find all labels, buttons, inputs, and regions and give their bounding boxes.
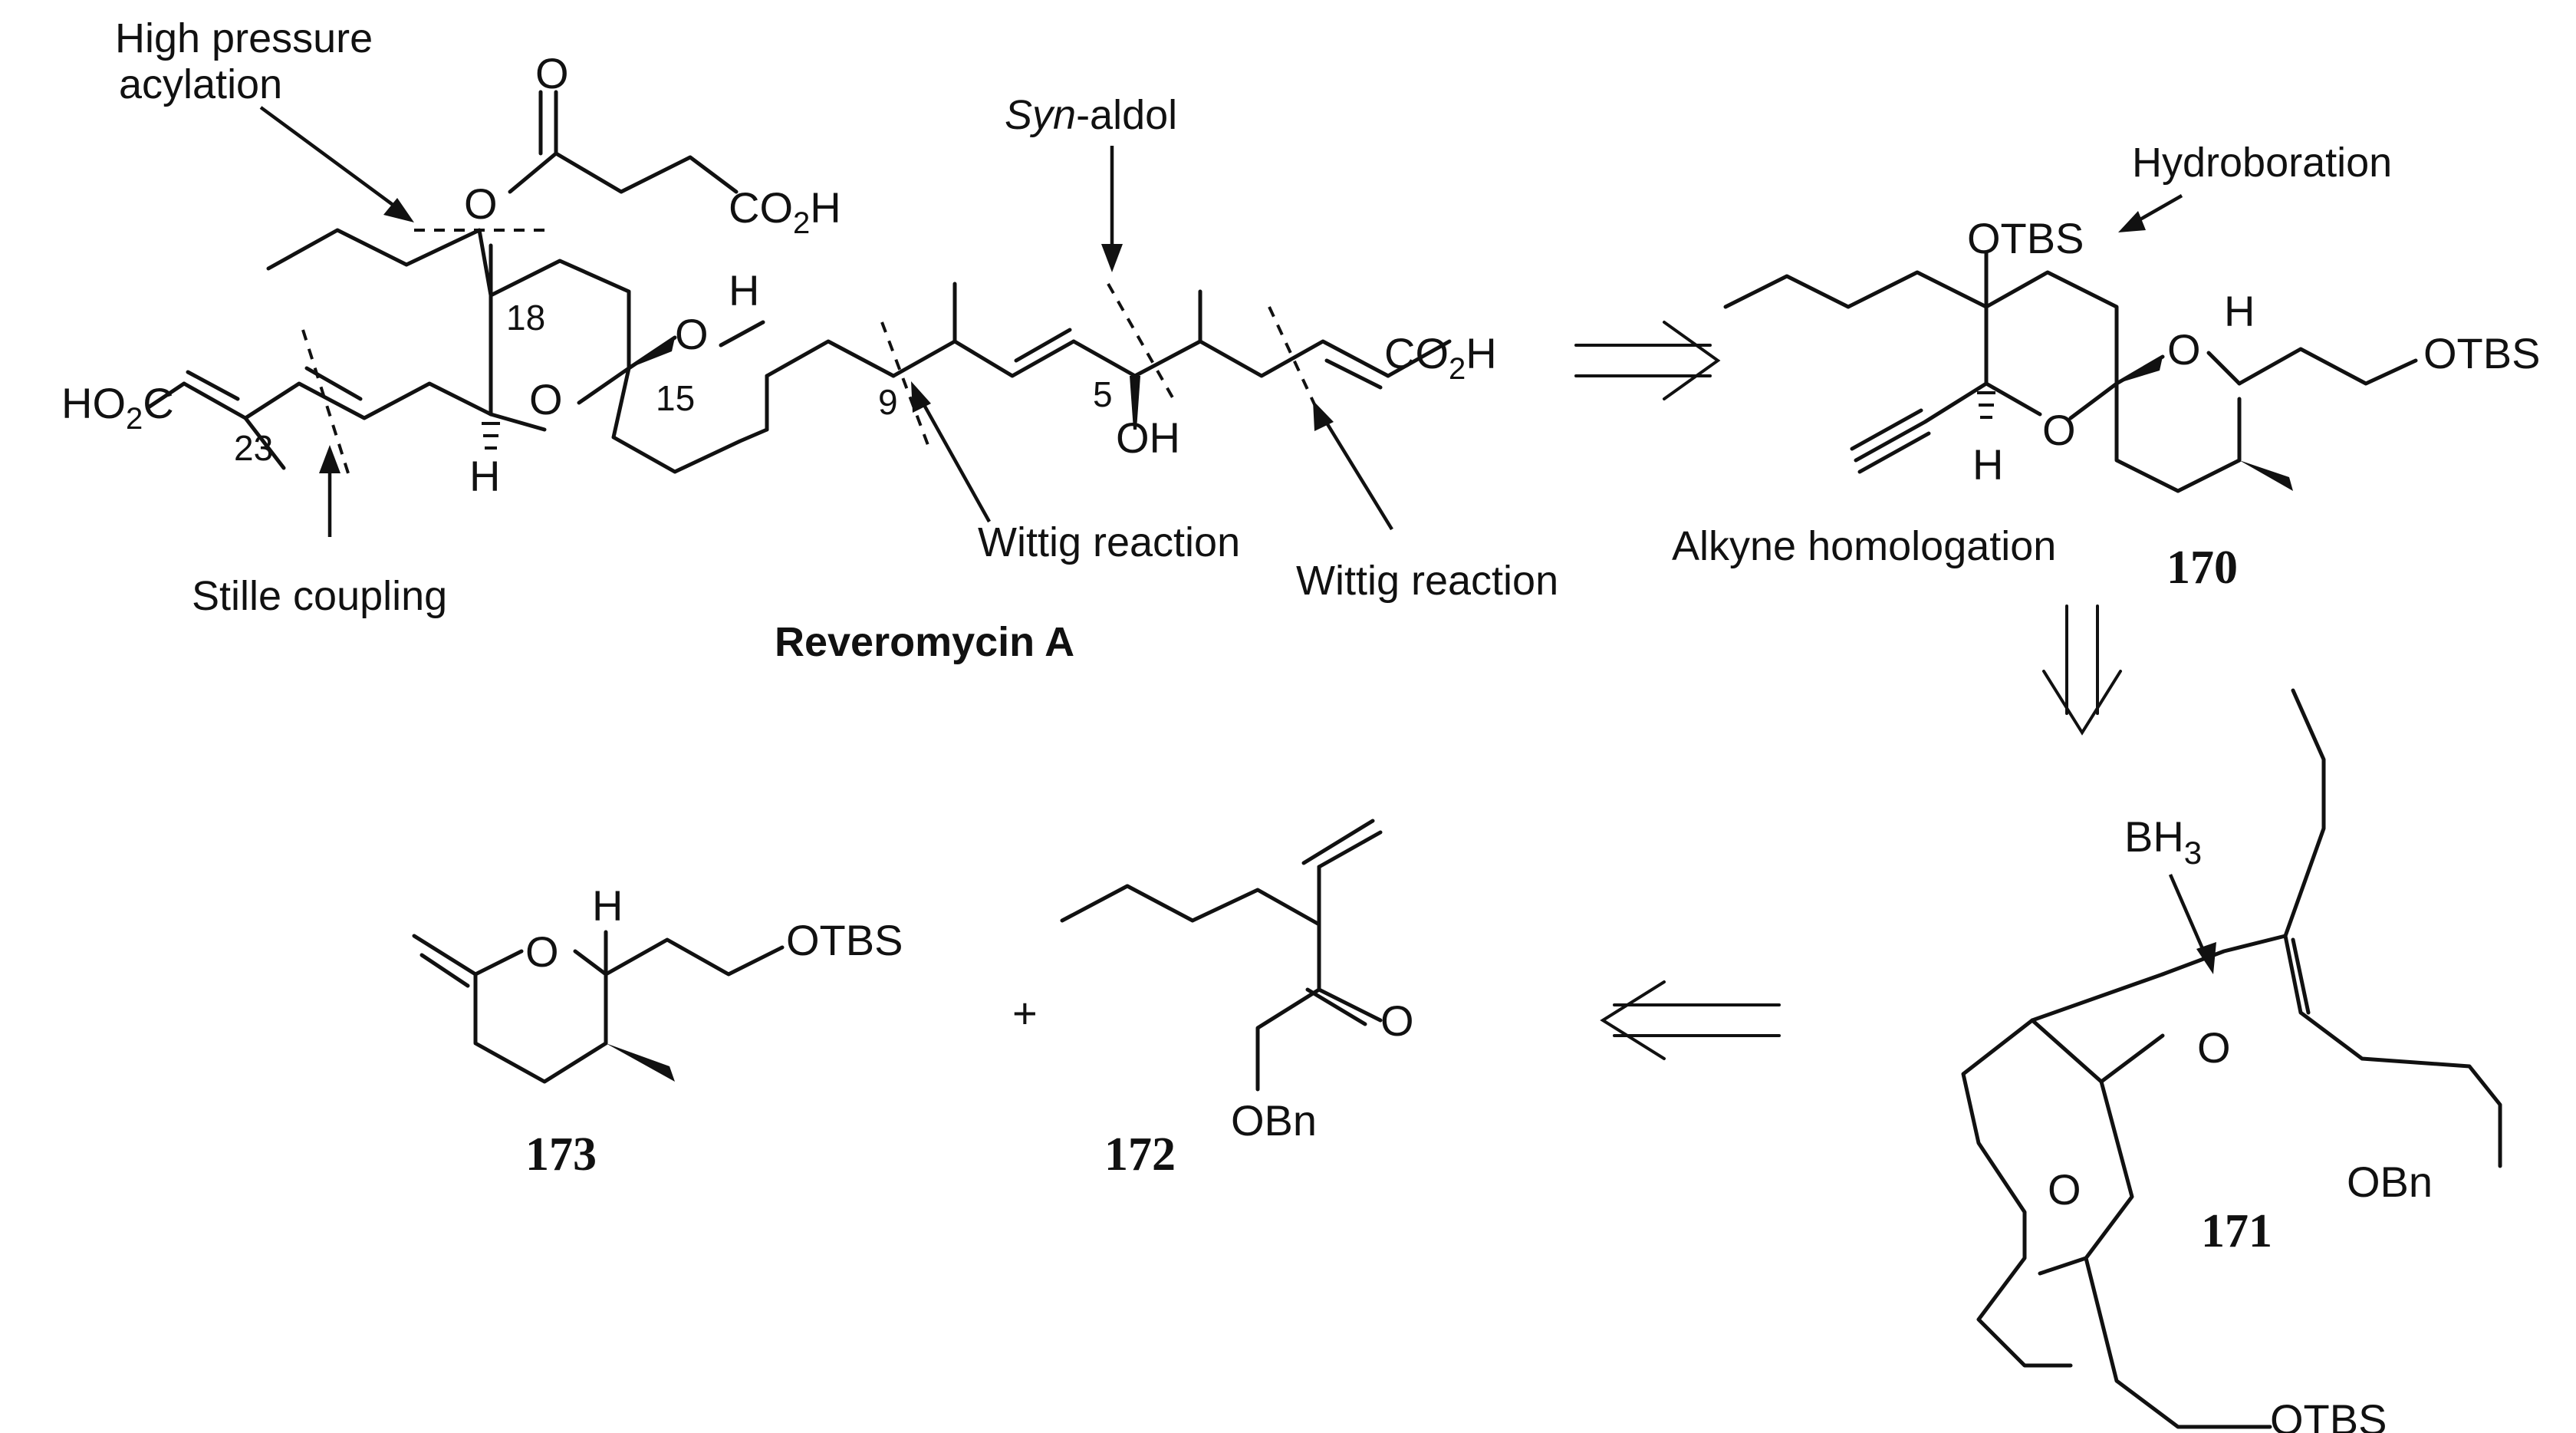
label-5: 5: [1093, 374, 1113, 414]
compound-170-structure: [1723, 194, 2418, 493]
atom-h-ring2: H: [729, 266, 759, 315]
label-18: 18: [506, 298, 545, 338]
label-15: 15: [656, 378, 695, 418]
atom-obn-171: OBn: [2347, 1158, 2433, 1206]
label-9: 9: [878, 382, 898, 422]
compound-label-reveromycin: Reveromycin A: [775, 619, 1074, 665]
annotation-high-pressure: High pressure: [115, 15, 373, 61]
annotation-stille: Stille coupling: [192, 573, 447, 619]
compound-label-172: 172: [1104, 1128, 1176, 1181]
atom-h-170: H: [1972, 440, 2003, 489]
atom-bh3: BH3: [2124, 812, 2202, 871]
compound-label-171: 171: [2201, 1205, 2272, 1257]
annotation-acylation: acylation: [119, 61, 282, 107]
atom-o-ring2: O: [675, 310, 709, 358]
retro-arrow-1: [1574, 321, 1721, 400]
atom-oh: OH: [1116, 413, 1180, 462]
atom-o-170-ring1: O: [2042, 406, 2076, 454]
atom-co2h-top: CO2H: [729, 183, 841, 240]
retro-arrow-3: [1600, 980, 1781, 1060]
atom-o-170-ring2: O: [2167, 325, 2201, 374]
atom-h-c18: H: [469, 452, 500, 500]
plus-sign: +: [1012, 989, 1038, 1037]
compound-label-173: 173: [525, 1128, 597, 1181]
atom-co2h-right: CO2H: [1384, 329, 1497, 386]
atom-h-173: H: [592, 881, 623, 930]
atom-o-173: O: [525, 927, 559, 976]
atom-o-171-enol: O: [2197, 1023, 2231, 1072]
reveromycin-a-structure: [147, 90, 1452, 537]
atom-o-ring1: O: [529, 375, 563, 423]
atom-h-170-ring2: H: [2224, 287, 2255, 335]
atom-otbs-173: OTBS: [786, 916, 903, 964]
atom-o-172-carbonyl: O: [1380, 997, 1414, 1045]
compound-171-structure: [1961, 688, 2502, 1429]
compound-172-structure: [1060, 819, 1383, 1092]
compound-label-170: 170: [2166, 542, 2238, 594]
annotation-hydroboration: Hydroboration: [2132, 140, 2392, 186]
annotation-alkyne-homologation: Alkyne homologation: [1672, 523, 2056, 569]
atom-obn-172: OBn: [1231, 1096, 1317, 1145]
atom-o-171-ring: O: [2048, 1165, 2081, 1214]
compound-173-structure: [412, 930, 785, 1084]
atom-ho2c: HO2C: [61, 379, 174, 436]
atom-o-ester: O: [464, 180, 498, 228]
annotation-wittig-2: Wittig reaction: [1296, 558, 1558, 604]
atom-otbs-171: OTBS: [2270, 1395, 2387, 1433]
atom-o-carbonyl: O: [535, 49, 569, 97]
annotation-syn-aldol: Syn-aldol: [1005, 92, 1177, 138]
atom-otbs-170-right: OTBS: [2423, 329, 2540, 377]
retro-arrow-2: [2042, 604, 2122, 736]
annotation-wittig-1: Wittig reaction: [978, 519, 1240, 565]
label-23: 23: [234, 428, 273, 468]
atom-otbs-170-top: OTBS: [1967, 214, 2084, 262]
